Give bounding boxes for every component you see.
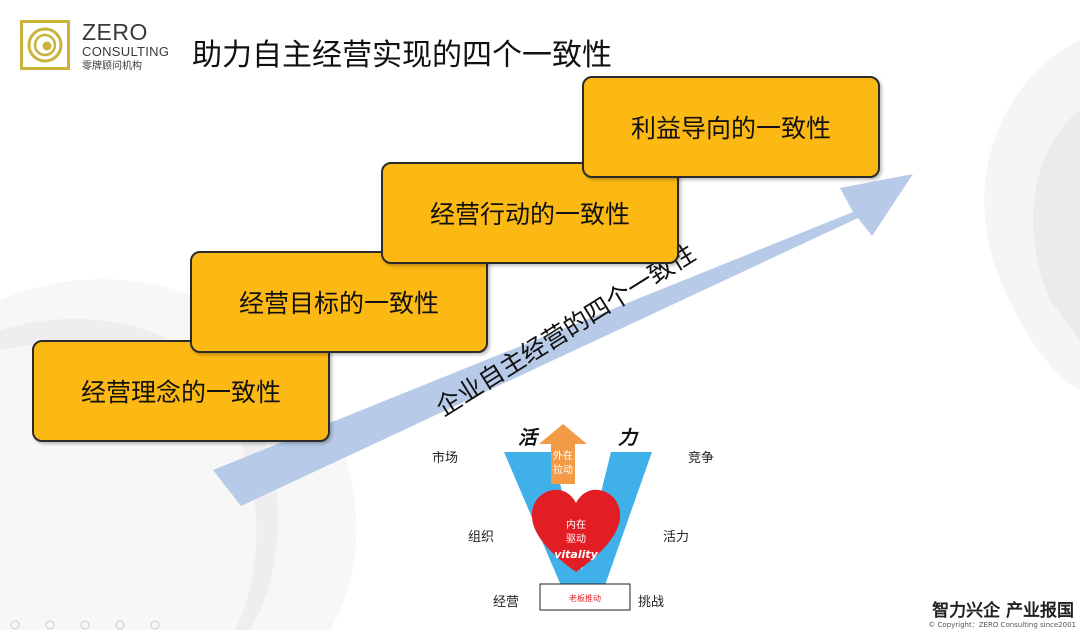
v-shape <box>504 452 652 588</box>
heart-line1: 内在 <box>566 518 586 531</box>
label-vitality: 活力 <box>663 530 690 545</box>
up-arrow-shape <box>539 424 587 484</box>
heart-line2: 驱动 <box>566 533 586 545</box>
label-challenge: 挑战 <box>638 595 665 610</box>
step-2-goals: 经营目标的一致性 <box>190 251 488 353</box>
heart-word: vitality <box>554 548 598 561</box>
footer-brand: 智力兴企 产业报国 <box>932 601 1074 621</box>
step-3-actions: 经营行动的一致性 <box>381 162 679 264</box>
footer-copyright: © Copyright：ZERO Consulting since2001 <box>928 621 1076 629</box>
v-diagram: 外在 拉动 内在 驱动 vitality 老板推动 活 力 <box>504 424 652 611</box>
glyph-li: 力 <box>618 427 639 449</box>
logo-text-zero: ZERO <box>82 19 148 45</box>
step-label: 经营理念的一致性 <box>80 378 281 407</box>
logo-swirl-icon <box>27 27 63 63</box>
label-operation: 经营 <box>493 595 520 610</box>
step-label: 经营目标的一致性 <box>238 289 439 318</box>
up-arrow-line1: 外在 <box>553 450 573 462</box>
label-competition: 竞争 <box>688 451 715 466</box>
label-organization: 组织 <box>468 530 495 545</box>
logo-text-consulting: CONSULTING <box>82 44 170 59</box>
heart-icon <box>531 489 621 572</box>
glyph-huo: 活 <box>518 427 540 449</box>
up-arrow-line2: 拉动 <box>553 463 573 476</box>
logo-text-chinese: 零牌顾问机构 <box>82 61 142 72</box>
step-label: 利益导向的一致性 <box>630 114 831 143</box>
step-1-philosophy: 经营理念的一致性 <box>32 340 330 442</box>
base-box <box>539 583 631 611</box>
logo-mark <box>20 20 70 70</box>
footer-icon-row <box>10 620 160 630</box>
base-label: 老板推动 <box>569 593 601 603</box>
step-label: 经营行动的一致性 <box>429 200 630 229</box>
step-4-interests: 利益导向的一致性 <box>582 76 880 178</box>
page-title: 助力自主经营实现的四个一致性 <box>192 38 612 73</box>
label-market: 市场 <box>432 451 459 466</box>
